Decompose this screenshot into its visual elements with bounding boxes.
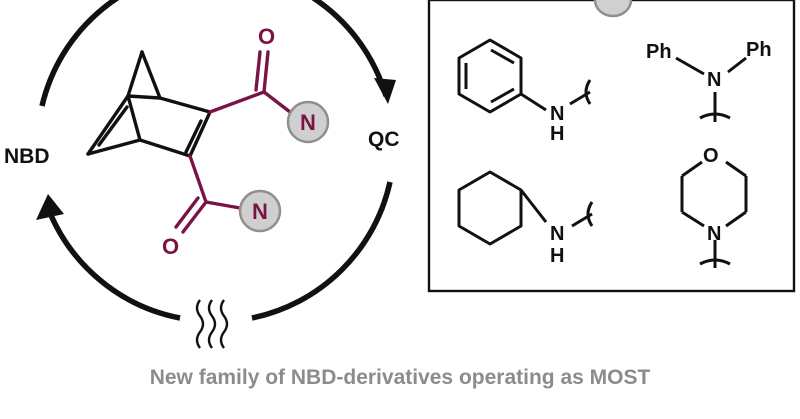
- cycle-arc-top: [39, 0, 389, 107]
- amide-groups: [174, 50, 292, 234]
- cyclohexyl-h: H: [550, 245, 564, 267]
- morpholine-n: N: [707, 223, 721, 245]
- oxygen-bottom: O: [162, 234, 179, 259]
- cycle-arc-bottom-right: [251, 181, 393, 321]
- diphenyl-n: N: [707, 69, 721, 91]
- substituent-n-top: N: [286, 100, 330, 144]
- phenyl-right: Ph: [746, 39, 772, 61]
- phenyl-left: Ph: [646, 41, 672, 63]
- substituent-n-bottom: N: [238, 189, 282, 233]
- norbornadiene-core: [86, 50, 212, 158]
- morpholine-o: O: [703, 145, 719, 167]
- arrowhead-bottom-left: [36, 194, 64, 220]
- aniline-n: N: [550, 103, 564, 125]
- panel-top-circle: [593, 0, 633, 18]
- cycle-arc-bottom-left: [45, 206, 181, 321]
- svg-text:N: N: [300, 110, 316, 135]
- diagram-caption: New family of NBD-derivatives operating …: [149, 366, 651, 389]
- oxygen-top: O: [258, 24, 275, 49]
- qc-label: QC: [368, 128, 400, 151]
- cyclohexyl-n: N: [550, 223, 564, 245]
- cyclohexylamine-structure: [457, 170, 594, 246]
- aniline-structure: [457, 38, 592, 114]
- arrowhead-top-right: [374, 78, 396, 104]
- heat-icon: [195, 299, 229, 349]
- svg-text:N: N: [252, 199, 268, 224]
- morpholine-structure: [680, 160, 748, 268]
- aniline-h: H: [550, 123, 564, 145]
- diphenylamine-structure: [675, 56, 747, 122]
- nbd-label: NBD: [4, 145, 50, 168]
